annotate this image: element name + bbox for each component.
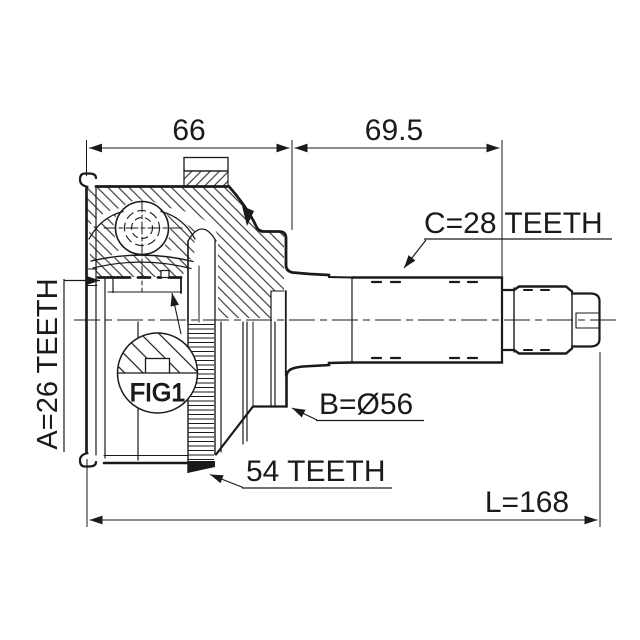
race-arc-upper bbox=[90, 254, 194, 263]
boot-lip-top bbox=[78, 172, 98, 188]
back-cone bbox=[214, 405, 288, 456]
shaft bbox=[350, 276, 601, 364]
label-54-teeth: 54 TEETH bbox=[209, 455, 392, 489]
spline-marks bbox=[370, 280, 479, 360]
b-diameter-text: B=Ø56 bbox=[319, 388, 413, 421]
a-spline-text: A=26 TEETH bbox=[32, 278, 64, 449]
dim-66-text: 66 bbox=[172, 114, 205, 147]
abs-teeth-text: 54 TEETH bbox=[246, 455, 386, 488]
dimensions: 66 69.5 L=168 bbox=[86, 114, 601, 527]
housing-lower-face bbox=[285, 361, 354, 408]
fig1-label: FIG1 bbox=[130, 379, 186, 407]
dimension-69-5: 69.5 bbox=[294, 114, 500, 153]
label-a-spline: A=26 TEETH bbox=[32, 276, 100, 452]
housing-section-hatch bbox=[87, 187, 284, 318]
dimension-66: 66 bbox=[89, 114, 290, 153]
dimension-l168: L=168 bbox=[89, 486, 598, 525]
fig1-leader bbox=[170, 292, 182, 335]
callout-labels: C=28 TEETH A=26 TEETH B=Ø56 54 TEETH bbox=[32, 207, 612, 489]
cage-arc-right bbox=[160, 210, 196, 240]
boot-lip-bottom bbox=[78, 452, 98, 468]
ball-bearing bbox=[103, 199, 183, 293]
fig1-notch bbox=[144, 357, 171, 374]
cage-arc-left bbox=[88, 210, 124, 240]
dim-l168-text: L=168 bbox=[485, 486, 569, 519]
label-c-spline: C=28 TEETH bbox=[403, 207, 612, 269]
cavity-dome bbox=[187, 228, 217, 242]
snap-ring-notch bbox=[160, 269, 170, 279]
boot-edge-notch bbox=[242, 206, 254, 226]
fig1-hatch bbox=[117, 333, 198, 373]
boot-clamp bbox=[183, 156, 229, 188]
fig1-detail-callout: FIG1 bbox=[116, 292, 199, 414]
c-spline-text: C=28 TEETH bbox=[424, 207, 603, 240]
thread-marks bbox=[523, 289, 550, 351]
dim-69-5-text: 69.5 bbox=[365, 114, 423, 147]
end-slot bbox=[575, 312, 600, 329]
bell-housing bbox=[78, 156, 354, 468]
tone-ring-teeth bbox=[188, 324, 214, 460]
tone-ring-tip bbox=[187, 461, 215, 473]
label-b-diameter: B=Ø56 bbox=[291, 388, 424, 422]
race-arc-lower bbox=[92, 261, 192, 270]
